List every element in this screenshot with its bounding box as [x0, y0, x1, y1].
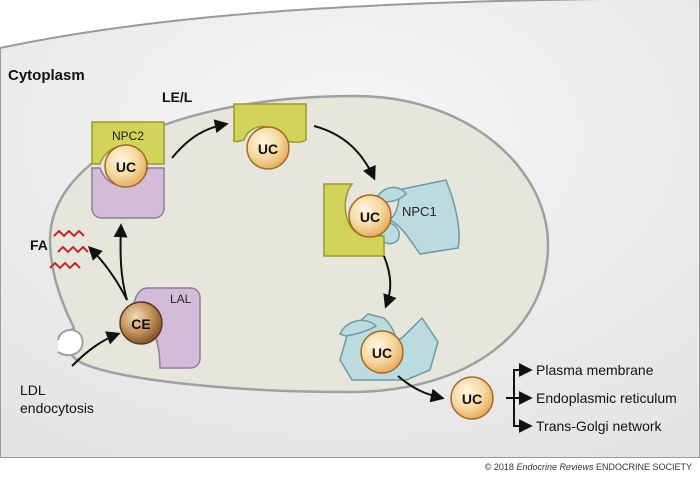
- uc-label-2: UC: [258, 141, 278, 157]
- copyright-suffix: ENDOCRINE SOCIETY: [593, 462, 692, 472]
- uc-label-3: UC: [360, 209, 380, 225]
- fatty-acid-chain-1: [53, 229, 85, 238]
- uc-molecule-exported: [450, 376, 494, 420]
- destination-trans-golgi-network: Trans-Golgi network: [536, 418, 663, 434]
- arrow-uc-exit: [397, 375, 445, 403]
- npc1-cap-4: [338, 319, 378, 337]
- lel-label: LE/L: [162, 89, 193, 105]
- arrow-npc2-to-npc1: [313, 125, 376, 181]
- copyright-journal: Endocrine Reviews: [516, 462, 594, 472]
- ldl-label: LDL: [20, 382, 46, 398]
- uc-molecule-2: [246, 126, 290, 170]
- fa-label: FA: [30, 237, 48, 253]
- arrow-to-tgn: [513, 398, 533, 433]
- arrow-ce-up: [113, 223, 128, 301]
- lal-label: LAL: [170, 292, 192, 306]
- uc-molecule-3: [348, 194, 392, 238]
- ce-molecule: [119, 301, 163, 345]
- npc1-protein-3: [388, 179, 460, 255]
- ce-label: CE: [131, 316, 150, 332]
- arrow-ce-to-fa: [88, 246, 128, 301]
- uc-label-4: UC: [372, 345, 392, 361]
- uc-molecule-1: [104, 144, 148, 188]
- arrow-to-plasma-membrane: [506, 363, 533, 399]
- uc-label-exported: UC: [462, 391, 482, 407]
- arrow-npc2-to-npc2: [171, 119, 229, 159]
- endocytic-pit: [57, 329, 84, 357]
- bottom-strip: [0, 458, 700, 475]
- copyright-prefix: © 2018: [485, 462, 517, 472]
- arrow-endocytosis: [71, 331, 121, 367]
- uc-molecule-4: [360, 330, 404, 374]
- arrow-npc1-down: [383, 255, 397, 309]
- destination-plasma-membrane: Plasma membrane: [536, 362, 654, 378]
- fatty-acid-chain-3: [49, 261, 81, 270]
- fatty-acid-chain-2: [57, 245, 89, 254]
- npc1-label: NPC1: [402, 204, 437, 219]
- destination-endoplasmic-reticulum: Endoplasmic reticulum: [536, 390, 677, 406]
- endocytosis-label: endocytosis: [20, 400, 94, 416]
- copyright-notice: © 2018 Endocrine Reviews ENDOCRINE SOCIE…: [485, 462, 692, 472]
- uc-label-1: UC: [116, 159, 136, 175]
- fatty-acid-chains: [49, 229, 89, 270]
- npc1-cap-3: [377, 186, 407, 203]
- npc2-label: NPC2: [112, 129, 144, 143]
- cytoplasm-label: Cytoplasm: [8, 67, 85, 84]
